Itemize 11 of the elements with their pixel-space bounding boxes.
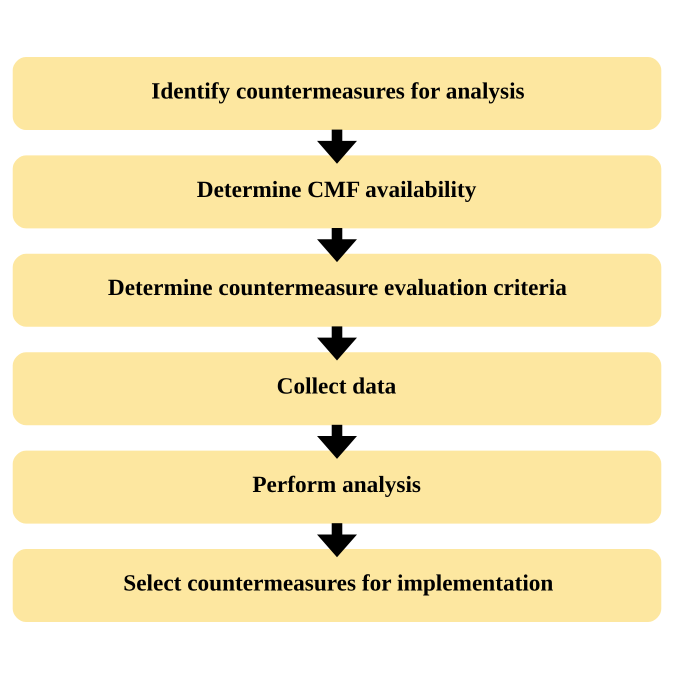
arrow xyxy=(316,326,356,360)
node-box: Perform analysis xyxy=(12,450,661,524)
node-box: Select countermeasures for implementation xyxy=(12,549,661,622)
arrow xyxy=(316,424,356,459)
arrow xyxy=(316,228,356,262)
node-box: Collect data xyxy=(12,352,661,426)
arrow xyxy=(316,130,356,164)
node-box: Determine countermeasure evaluation criteria xyxy=(12,254,661,327)
arrow xyxy=(316,523,356,558)
node-box: Identify countermeasures for analysis xyxy=(12,57,661,130)
node-box: Determine CMF availability xyxy=(12,155,661,228)
